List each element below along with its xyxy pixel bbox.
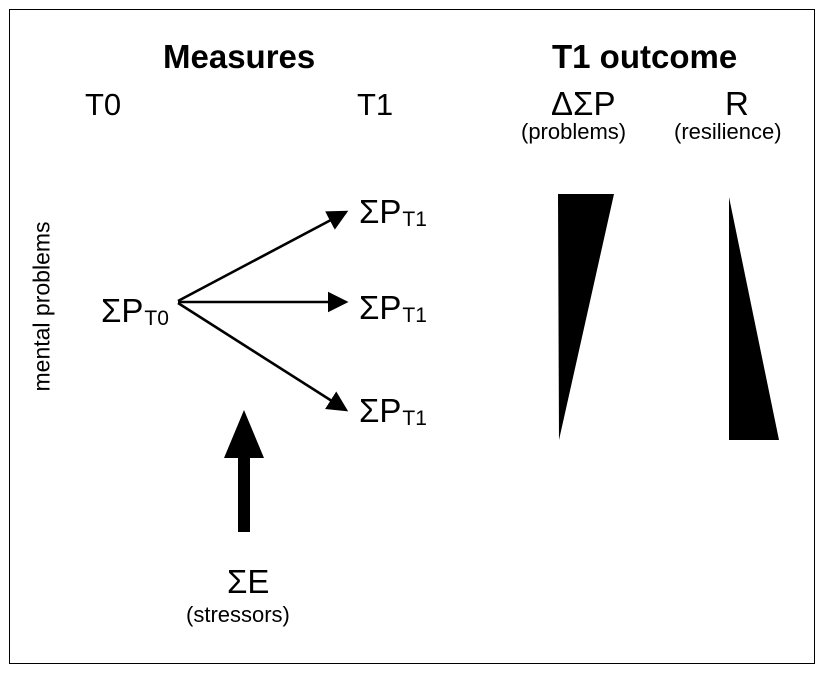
sum-p-t1-bottom-node: ΣPT1: [359, 392, 427, 430]
sum-p-t0-subscript: T0: [144, 307, 169, 330]
delta-sum-p-label: ΔΣP: [551, 85, 616, 122]
stressor-arrow-shaft: [238, 455, 250, 532]
sum-p-t1-mid-base: ΣP: [359, 289, 402, 326]
resilience-caption: (resilience): [674, 119, 782, 144]
sum-p-t0-node: ΣPT0: [101, 292, 169, 330]
arrow-to-t1-bottom: [177, 301, 349, 412]
sum-e-stressors-label: ΣE: [227, 563, 270, 600]
measures-heading: Measures: [163, 38, 316, 75]
problems-caption: (problems): [521, 119, 627, 144]
stressor-arrow-head: [224, 410, 264, 458]
sum-p-t1-bottom-base: ΣP: [359, 392, 402, 429]
sum-p-t1-mid-subscript: T1: [402, 304, 427, 327]
stressors-caption: (stressors): [186, 602, 290, 627]
t0-label: T0: [85, 87, 122, 122]
sum-p-t1-top-base: ΣP: [359, 193, 402, 230]
arrow-to-t1-top: [177, 210, 349, 303]
t1-label: T1: [357, 87, 394, 122]
sum-p-t1-top-subscript: T1: [402, 208, 427, 231]
sum-p-t1-bottom-subscript: T1: [402, 407, 427, 430]
resilience-symbol-label: R: [725, 85, 749, 122]
resilience-wedge: [729, 197, 779, 440]
figure-frame: [9, 9, 815, 664]
problems-change-wedge: [558, 194, 614, 440]
sum-p-t0-base: ΣP: [101, 292, 144, 329]
t1-outcome-heading: T1 outcome: [552, 38, 738, 75]
sum-p-t1-mid-node: ΣPT1: [359, 289, 427, 327]
sum-p-t1-top-node: ΣPT1: [359, 193, 427, 231]
